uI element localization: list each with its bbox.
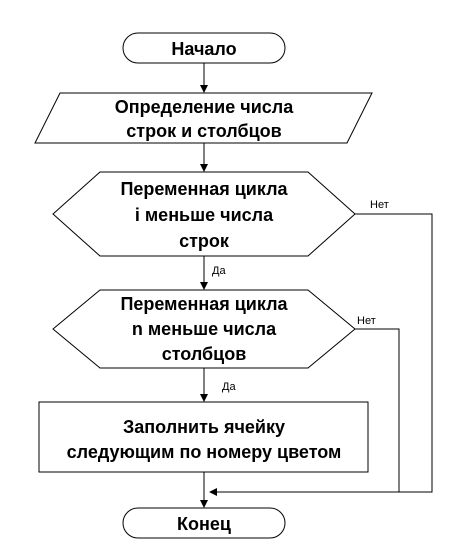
decision-cols-line-1: Переменная цикла <box>120 294 288 314</box>
rows-yes-label: Да <box>212 265 226 277</box>
connector-rows-no <box>217 213 433 493</box>
cols-yes-label: Да <box>222 381 236 393</box>
decision-cols-line-3: столбцов <box>162 344 247 364</box>
process-line-1: Заполнить ячейку <box>123 417 285 437</box>
arrowhead-cols-yes <box>200 394 208 402</box>
cols-no-label: Нет <box>357 315 376 327</box>
connector-cols-no <box>355 328 400 492</box>
end-terminator <box>122 507 286 539</box>
end-label: Конец <box>177 514 231 534</box>
decision-cols-line-2: n меньше числа <box>132 319 277 339</box>
arrowhead-process-end <box>200 500 208 508</box>
process-rectangle <box>38 401 369 473</box>
input-parallelogram <box>34 92 373 144</box>
input-label-line-2: строк и столбцов <box>126 121 281 141</box>
decision-rows-line-2: i меньше числа <box>135 205 274 225</box>
process-line-2: следующим по номеру цветом <box>67 442 342 462</box>
decision-cols-node: Переменная цикла n меньше числа столбцов <box>52 289 356 369</box>
process-node: Заполнить ячейку следующим по номеру цве… <box>38 401 369 473</box>
arrowhead-input-decision-rows <box>200 164 208 172</box>
start-node: Начало <box>122 32 286 64</box>
arrowhead-rows-yes <box>200 282 208 290</box>
input-node: Определение числа строк и столбцов <box>34 92 373 144</box>
arrowhead-rows-no <box>209 488 217 496</box>
start-label: Начало <box>171 39 236 59</box>
end-node: Конец <box>122 507 286 539</box>
arrowhead-start-input <box>200 85 208 93</box>
decision-rows-hexagon <box>52 171 356 257</box>
decision-cols-hexagon <box>52 289 356 369</box>
decision-rows-line-1: Переменная цикла <box>120 179 288 199</box>
decision-rows-line-3: строк <box>179 231 230 251</box>
rows-no-label: Нет <box>370 199 389 211</box>
input-label-line-1: Определение числа <box>115 97 294 117</box>
decision-rows-node: Переменная цикла i меньше числа строк <box>52 171 356 257</box>
